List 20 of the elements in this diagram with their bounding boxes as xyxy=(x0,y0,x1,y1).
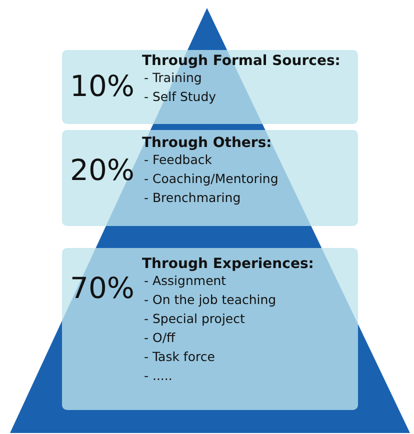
info-panel xyxy=(62,50,358,124)
list-item: - Task force xyxy=(144,350,215,364)
info-panel xyxy=(62,130,358,226)
panel-heading: Through Others: xyxy=(142,136,272,152)
list-item: - Self Study xyxy=(144,90,216,104)
panel-heading: Through Formal Sources: xyxy=(142,54,340,70)
list-item: - Feedback xyxy=(144,153,212,167)
list-item: - Coaching/Mentoring xyxy=(144,172,278,186)
info-panel xyxy=(62,248,358,410)
panel-heading: Through Experiences: xyxy=(142,257,314,272)
list-item: - ..... xyxy=(144,369,172,383)
list-item: - Brenchmaring xyxy=(144,191,241,205)
percentage: 20% xyxy=(70,156,134,185)
list-item: - O/ff xyxy=(144,331,176,345)
percentage: 70% xyxy=(70,274,134,303)
list-item: - Special project xyxy=(144,312,245,326)
list-item: - Training xyxy=(144,71,202,85)
percentage: 10% xyxy=(70,72,134,101)
list-item: - Assignment xyxy=(144,274,226,288)
list-item: - On the job teaching xyxy=(144,293,276,307)
